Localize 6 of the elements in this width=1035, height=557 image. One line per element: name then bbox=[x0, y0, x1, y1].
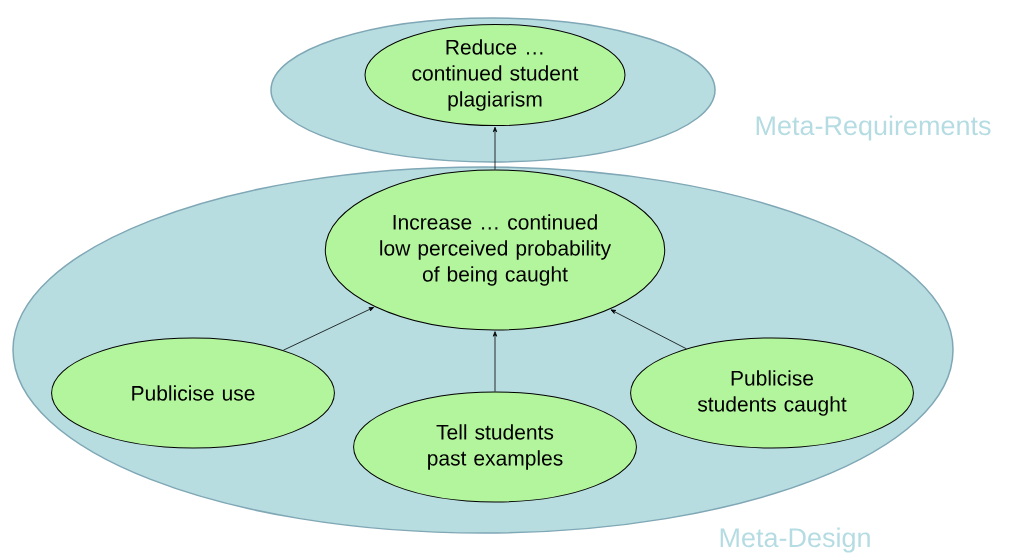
group-heading: Meta-Design bbox=[720, 527, 870, 553]
arrow bbox=[610, 309, 687, 350]
arrow bbox=[492, 126, 498, 170]
arrow bbox=[282, 307, 375, 351]
group-heading: Meta-Requirements bbox=[756, 115, 991, 141]
arrow bbox=[492, 331, 498, 392]
